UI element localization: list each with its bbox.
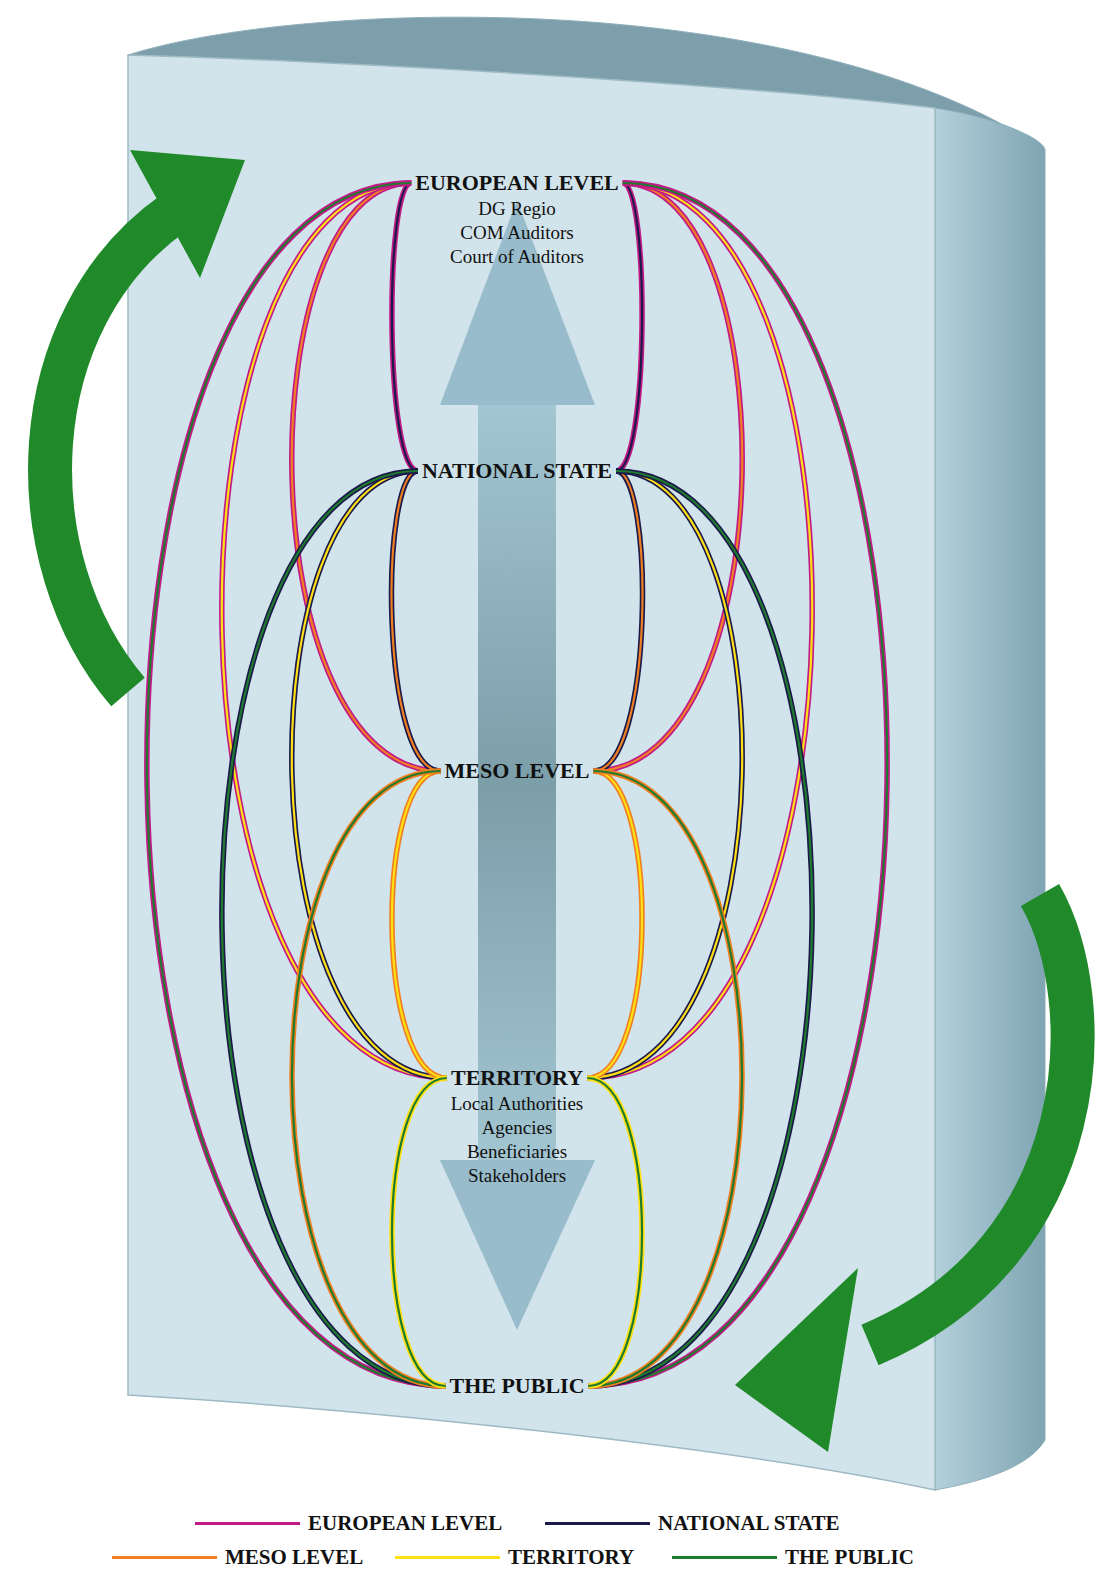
legend-text: TERRITORY bbox=[508, 1545, 634, 1570]
level-label: THE PUBLIC bbox=[445, 1372, 588, 1400]
arc-inner-line bbox=[587, 183, 812, 1078]
level-member: COM Auditors bbox=[415, 221, 619, 245]
arc-outer-line bbox=[587, 183, 812, 1078]
arc-outer-line bbox=[589, 771, 742, 1386]
arc-inner-line bbox=[589, 183, 888, 1386]
legend-item: MESO LEVEL bbox=[112, 1544, 363, 1570]
level-member: Agencies bbox=[451, 1116, 583, 1140]
arc-inner-line bbox=[392, 1078, 447, 1386]
arc-inner-line bbox=[222, 183, 447, 1078]
slab-front bbox=[128, 55, 935, 1490]
level-heading: EUROPEAN LEVEL bbox=[415, 169, 619, 197]
level-heading: TERRITORY bbox=[451, 1064, 583, 1092]
arc-inner-line bbox=[147, 183, 446, 1386]
level-label: EUROPEAN LEVELDG RegioCOM AuditorsCourt … bbox=[411, 169, 623, 269]
legend-text: NATIONAL STATE bbox=[658, 1511, 839, 1536]
relation-arc bbox=[222, 183, 447, 1078]
relation-arc bbox=[392, 1078, 447, 1386]
arc-outer-line bbox=[392, 1078, 447, 1386]
relation-arc bbox=[147, 183, 446, 1386]
arrow-head-down bbox=[440, 1160, 595, 1330]
relation-arc bbox=[292, 771, 445, 1386]
relation-arc bbox=[589, 183, 888, 1386]
level-label: MESO LEVEL bbox=[441, 757, 594, 785]
arc-outer-line bbox=[616, 183, 642, 471]
level-member: DG Regio bbox=[415, 197, 619, 221]
arc-outer-line bbox=[589, 183, 888, 1386]
legend-item: TERRITORY bbox=[395, 1544, 634, 1570]
level-heading: NATIONAL STATE bbox=[422, 457, 612, 485]
arc-outer-line bbox=[392, 183, 418, 471]
arc-outer-line bbox=[222, 471, 446, 1386]
arc-outer-line bbox=[392, 471, 441, 771]
level-heading: THE PUBLIC bbox=[449, 1372, 584, 1400]
arc-inner-line bbox=[593, 471, 642, 771]
relation-arc bbox=[616, 183, 642, 471]
legend-line bbox=[112, 1556, 217, 1559]
arc-inner-line bbox=[392, 771, 447, 1078]
relation-arc bbox=[587, 771, 642, 1078]
arc-inner-line bbox=[587, 1078, 642, 1386]
level-member: Local Authorities bbox=[451, 1092, 583, 1116]
arc-inner-line bbox=[589, 471, 813, 1386]
relation-arc bbox=[589, 771, 742, 1386]
legend-line bbox=[395, 1556, 500, 1559]
arc-inner-line bbox=[292, 771, 445, 1386]
legend-item: THE PUBLIC bbox=[672, 1544, 914, 1570]
legend-text: MESO LEVEL bbox=[225, 1545, 363, 1570]
arc-outer-line bbox=[589, 471, 813, 1386]
arc-inner-line bbox=[589, 771, 742, 1386]
relation-arc bbox=[587, 1078, 642, 1386]
arc-inner-line bbox=[587, 771, 642, 1078]
level-member: Beneficiaries bbox=[451, 1140, 583, 1164]
legend-line bbox=[545, 1522, 650, 1525]
legend-line bbox=[195, 1522, 300, 1525]
relation-arc bbox=[587, 183, 812, 1078]
arc-outer-line bbox=[587, 771, 642, 1078]
legend-line bbox=[672, 1556, 777, 1559]
arc-inner-line bbox=[392, 471, 441, 771]
relation-arc bbox=[392, 183, 418, 471]
cycle-arrow-right bbox=[870, 895, 1073, 1345]
relation-arc bbox=[392, 771, 447, 1078]
arc-outer-line bbox=[292, 771, 445, 1386]
legend-text: THE PUBLIC bbox=[785, 1545, 914, 1570]
arc-outer-line bbox=[222, 183, 447, 1078]
arc-inner-line bbox=[292, 183, 441, 771]
arc-outer-line bbox=[147, 183, 446, 1386]
arc-outer-line bbox=[593, 183, 742, 771]
relation-arc bbox=[589, 471, 813, 1386]
arc-inner-line bbox=[593, 183, 742, 771]
arc-outer-line bbox=[587, 1078, 642, 1386]
arc-inner-line bbox=[222, 471, 446, 1386]
legend-item: EUROPEAN LEVEL bbox=[195, 1510, 502, 1536]
level-label: TERRITORYLocal AuthoritiesAgenciesBenefi… bbox=[447, 1064, 587, 1188]
relation-arc bbox=[392, 471, 441, 771]
legend-text: EUROPEAN LEVEL bbox=[308, 1511, 502, 1536]
level-member: Court of Auditors bbox=[415, 245, 619, 269]
relation-arc bbox=[292, 183, 441, 771]
arc-inner-line bbox=[616, 183, 642, 471]
arc-outer-line bbox=[593, 471, 642, 771]
relation-arc bbox=[593, 183, 742, 771]
legend-item: NATIONAL STATE bbox=[545, 1510, 839, 1536]
cycle-arrow-left-head bbox=[130, 150, 245, 278]
level-label: NATIONAL STATE bbox=[418, 457, 616, 485]
arc-outer-line bbox=[292, 183, 441, 771]
relation-arc bbox=[222, 471, 446, 1386]
level-member: Stakeholders bbox=[451, 1164, 583, 1188]
level-heading: MESO LEVEL bbox=[445, 757, 590, 785]
arc-inner-line bbox=[392, 183, 418, 471]
arc-outer-line bbox=[392, 771, 447, 1078]
relation-arc bbox=[593, 471, 642, 771]
